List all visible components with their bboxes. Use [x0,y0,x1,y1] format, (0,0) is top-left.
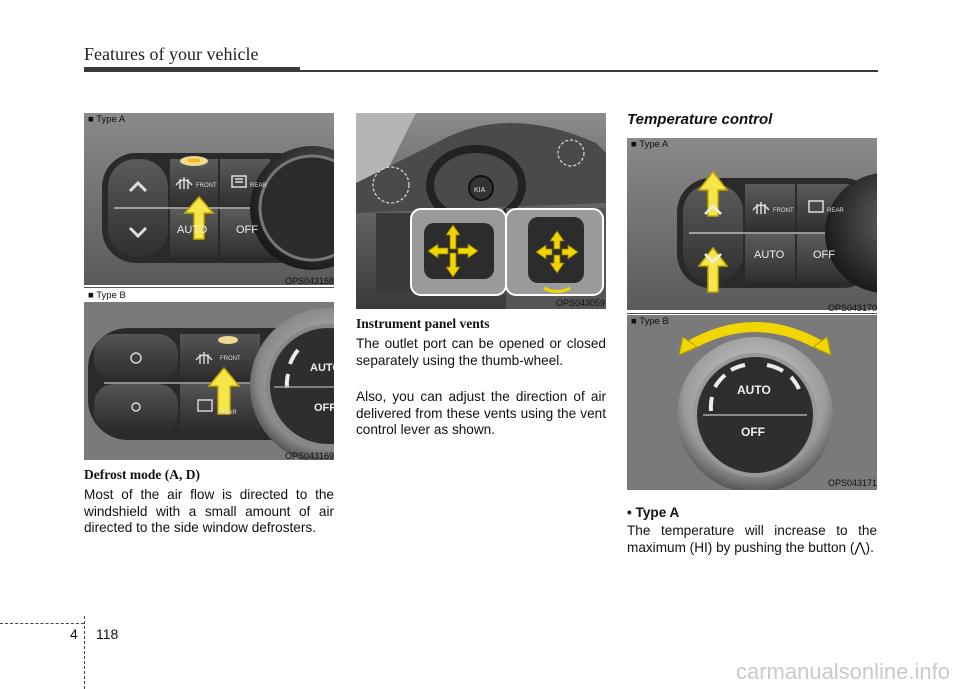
fig4-front-label: FRONT [773,208,794,214]
fig2-rear-label: REAR [220,410,237,416]
fig1-type-label: ■ Type A [88,114,126,125]
fig1-auto-label: AUTO [177,224,208,236]
fig1-rule [84,287,334,288]
vents-para1: The outlet port can be opened or closed … [356,336,606,368]
fig2-type-label: ■ Type B [88,290,126,301]
header-rule-thin [300,70,878,72]
fig4-off-label: OFF [813,249,835,261]
fig4-type-label: ■ Type A [631,139,669,150]
vents-para2: Also, you can adjust the direction of ai… [356,389,606,437]
fig1-front-label: FRONT [196,183,217,189]
footer-divider [84,616,85,689]
down-arrow [697,246,729,293]
fig1-rear-label: REAR [250,183,267,189]
fig1-off-label: OFF [236,224,258,236]
temperature-control-title: Temperature control [627,111,773,128]
footer-rule [0,623,84,624]
figure-defrost-type-b: FRONT REAR AUTO OFF [84,302,334,460]
rotate-arrow [684,322,826,352]
fig5-off-label: OFF [741,425,765,439]
fig4-auto-label: AUTO [754,249,785,261]
fig4-code: OPS043170 [827,303,877,313]
fig5-type-label: ■ Type B [631,316,669,327]
press-arrow [183,195,215,240]
figure-defrost-type-a: FRONT REAR AUTO OFF [84,113,334,285]
chapter-number: 4 [70,626,78,642]
fig3-code: OPS043059 [555,298,605,308]
page-number: 118 [96,626,119,642]
fig5-auto-label: AUTO [737,383,771,397]
site-watermark: carmanualsonline.info [735,659,950,684]
fig2-auto-label: AUTO [310,362,334,374]
fig5-code: OPS043171 [827,478,877,488]
defrost-mode-heading: Defrost mode (A, D) [84,467,200,482]
defrost-indicator-glow [180,156,208,166]
fig2-code: OPS043169 [284,451,334,461]
fig4-rear-label: REAR [827,208,844,214]
svg-text:KIA: KIA [474,187,486,194]
temperature-body: The temperature will increase to the max… [627,523,877,555]
figure-instrument-panel-vents: KIA [356,113,606,309]
figure-temperature-type-a: FRONT REAR AUTO OFF [627,138,877,310]
press-arrow [207,366,241,415]
page-header-title: Features of your vehicle [84,44,259,64]
figure-temperature-type-b: AUTO OFF [627,315,877,490]
vents-heading: Instrument panel vents [356,316,490,331]
defrost-mode-body: Most of the air flow is directed to the … [84,487,334,535]
header-rule-thick [84,67,300,72]
fig2-front-label: FRONT [220,356,241,362]
fig4-rule [627,313,877,314]
type-a-bullet: • Type A [627,505,680,520]
fig2-off-label: OFF [314,402,334,414]
fig1-code: OPS043168 [284,276,334,286]
